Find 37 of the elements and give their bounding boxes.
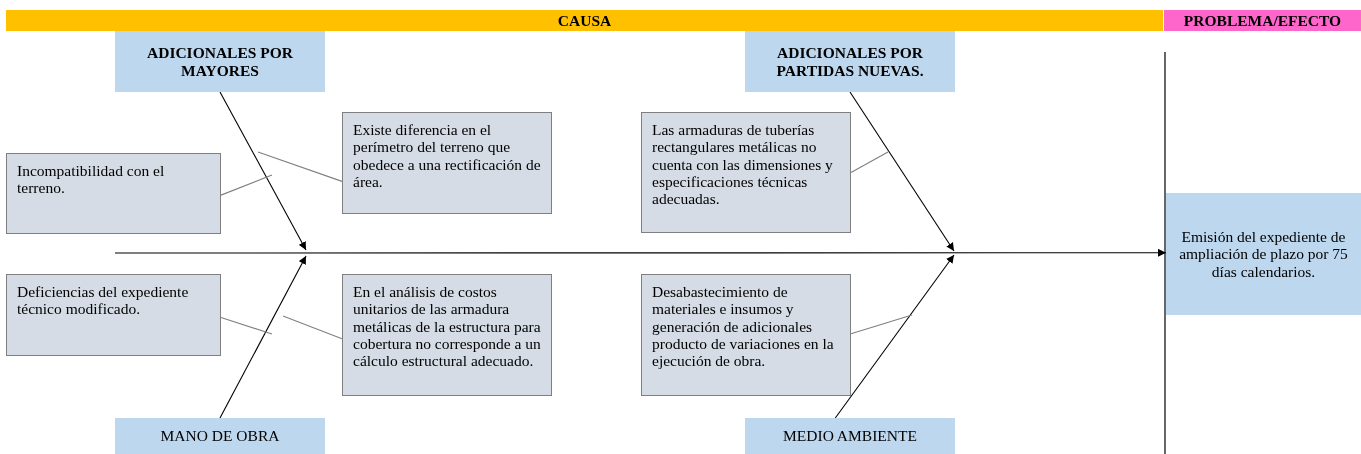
branch-line — [257, 151, 343, 182]
cause-box — [342, 112, 552, 214]
effect-box — [1166, 193, 1361, 315]
box-text: Emisión del expediente de ampliación de plazo por 75 días calendarios. — [1178, 227, 1349, 281]
effect-header-band — [1164, 10, 1361, 31]
branch-line — [850, 151, 889, 174]
branch-line — [850, 314, 913, 335]
box-text: CAUSA — [556, 11, 613, 30]
branch-line — [220, 174, 273, 196]
box-text: Las armaduras de tuberías rectangulares metálicas no cuenta con las dimensiones y especificaciones técnicas adecuadas. — [652, 121, 834, 208]
box-text: MANO DE OBRA — [159, 427, 281, 445]
branch-line — [220, 316, 273, 335]
box-text: MEDIO AMBIENTE — [782, 427, 918, 445]
branch-line — [282, 315, 343, 340]
box-text: Deficiencias del expediente técnico modificado. — [17, 283, 190, 318]
cause-box — [342, 274, 552, 396]
box-text: Existe diferencia en el perímetro del terreno que obedece a una rectificación de área. — [353, 121, 541, 191]
cause-header-band — [6, 10, 1163, 31]
cause-box — [6, 274, 221, 356]
box-text: PROBLEMA/EFECTO — [1182, 11, 1343, 30]
arrow — [114, 248, 1167, 257]
box-text: ADICIONALES POR PARTIDAS NUEVAS. — [775, 44, 925, 79]
arrow — [849, 91, 955, 252]
category-box — [115, 418, 325, 454]
cause-box — [641, 112, 851, 233]
box-text: Desabastecimiento de materiales e insumos y generación de adicionales producto de variaciones en la ejecución de obra. — [652, 283, 835, 370]
arrow — [834, 254, 955, 419]
category-box — [115, 31, 325, 92]
box-text: Incompatibilidad con el terreno. — [17, 162, 166, 197]
box-text: ADICIONALES POR MAYORES — [146, 44, 294, 79]
category-box — [745, 31, 955, 92]
box-text: En el análisis de costos unitarios de las armadura metálicas de la estructura para cobertura no corresponde a un cálculo estructural adecuado. — [353, 283, 541, 370]
cause-box — [641, 274, 851, 396]
arrow — [219, 255, 307, 419]
cause-box — [6, 153, 221, 234]
arrow — [219, 91, 307, 251]
category-box — [745, 418, 955, 454]
